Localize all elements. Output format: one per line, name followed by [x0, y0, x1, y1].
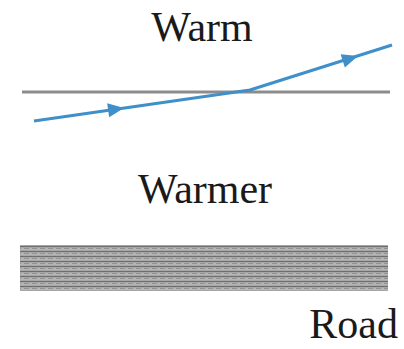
surface-label: Road: [309, 303, 398, 345]
air-layer-label: Warmer: [138, 168, 272, 210]
light-ray: [34, 45, 392, 121]
ray-arrowhead: [341, 49, 360, 67]
air-layer-boundary: [22, 91, 390, 94]
ray-arrowhead: [107, 101, 125, 117]
road-surface: [20, 245, 388, 291]
air-layer-label: Warm: [151, 6, 253, 48]
